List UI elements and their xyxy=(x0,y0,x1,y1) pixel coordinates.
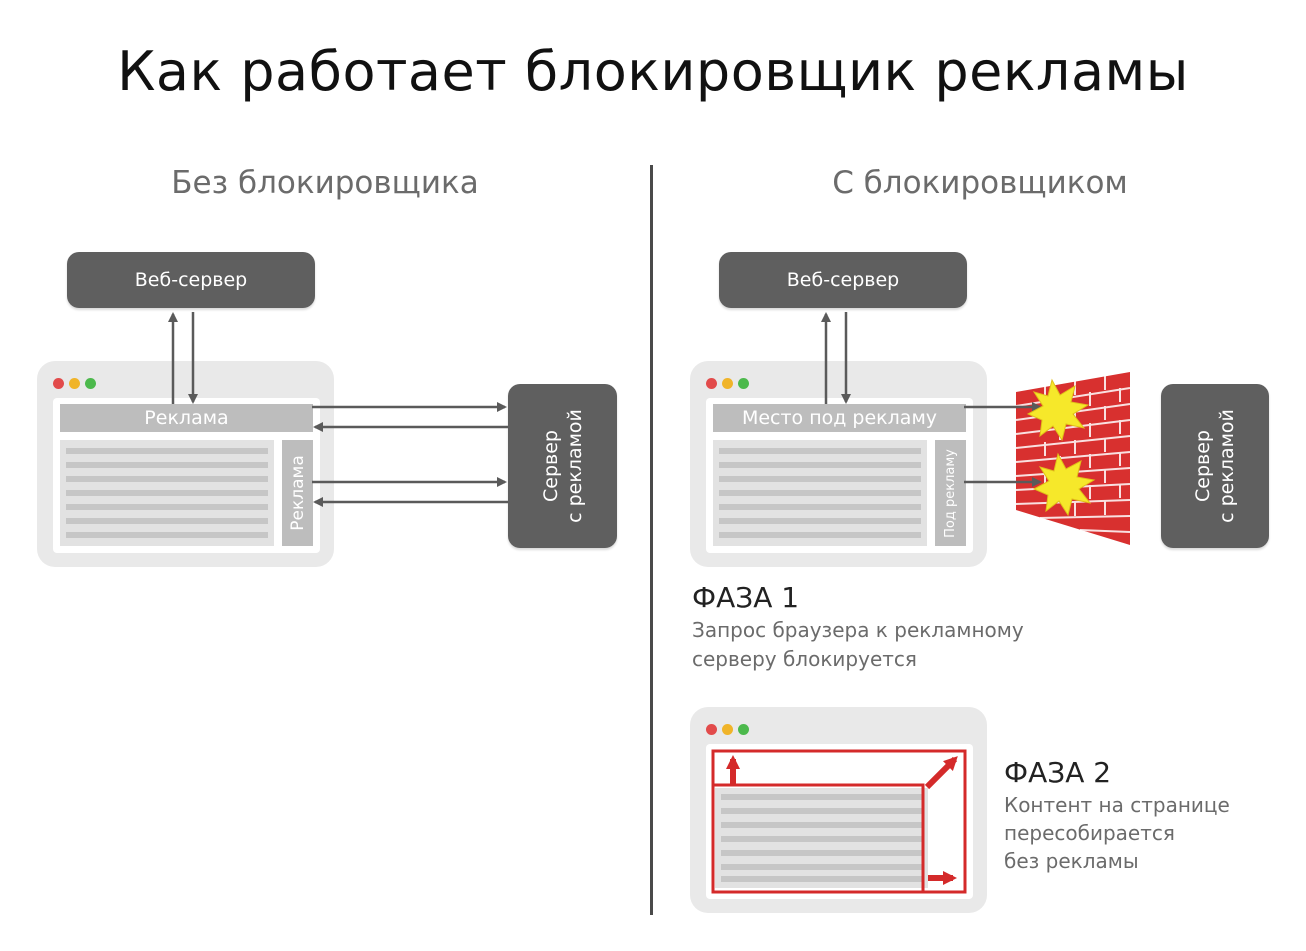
window-close-dot xyxy=(706,378,717,389)
web-server-right-label: Веб-сервер xyxy=(786,269,900,291)
window-minimize-dot xyxy=(69,378,80,389)
ad-server-right: Сервер с рекламой xyxy=(1161,384,1269,548)
window-close-dot xyxy=(53,378,64,389)
reflowed-content-block xyxy=(715,788,928,888)
ad-server-left: Сервер с рекламой xyxy=(508,384,617,548)
phase2-text-line2: пересобирается xyxy=(1004,821,1175,845)
browser-window-left: Реклама Реклама xyxy=(37,361,334,567)
phase1-title: ФАЗА 1 xyxy=(692,581,800,614)
heading-without-blocker: Без блокировщика xyxy=(171,165,479,201)
window-close-dot xyxy=(706,724,717,735)
content-block-left xyxy=(60,440,274,546)
block-burst-icon xyxy=(1032,452,1096,517)
heading-with-blocker: С блокировщиком xyxy=(832,165,1128,201)
phase2-text-line1: Контент на странице xyxy=(1004,793,1230,817)
browser-window-right: Место под рекламу Под рекламу xyxy=(690,361,987,567)
ad-placeholder-side-right: Под рекламу xyxy=(935,440,966,546)
browser-page-right: Место под рекламу Под рекламу xyxy=(706,398,973,553)
phase1-text-line1: Запрос браузера к рекламному xyxy=(692,618,1024,642)
side-ad-block-left: Реклама xyxy=(282,440,313,546)
browser-page-phase2 xyxy=(706,744,973,899)
phase2-text-line3: без рекламы xyxy=(1004,849,1139,873)
phase2-title: ФАЗА 2 xyxy=(1004,756,1112,789)
browser-window-phase2 xyxy=(690,707,987,913)
window-maximize-dot xyxy=(85,378,96,389)
divider xyxy=(650,165,653,915)
content-block-right xyxy=(713,440,927,546)
browser-page-left: Реклама Реклама xyxy=(53,398,320,553)
brick-wall-icon xyxy=(1015,372,1131,545)
web-server-left-label: Веб-сервер xyxy=(134,269,248,291)
web-server-left: Веб-сервер xyxy=(67,252,315,308)
reflow-outline xyxy=(711,749,967,894)
page-title: Как работает блокировщик рекламы xyxy=(117,40,1189,103)
window-minimize-dot xyxy=(722,378,733,389)
window-maximize-dot xyxy=(738,378,749,389)
block-burst-icon xyxy=(1026,378,1090,442)
reflow-arrow-icon xyxy=(726,755,958,885)
top-ad-block-left: Реклама xyxy=(60,404,313,432)
ad-placeholder-top-right: Место под рекламу xyxy=(713,404,966,432)
window-minimize-dot xyxy=(722,724,733,735)
window-maximize-dot xyxy=(738,724,749,735)
web-server-right: Веб-сервер xyxy=(719,252,967,308)
phase1-text-line2: серверу блокируется xyxy=(692,647,917,671)
